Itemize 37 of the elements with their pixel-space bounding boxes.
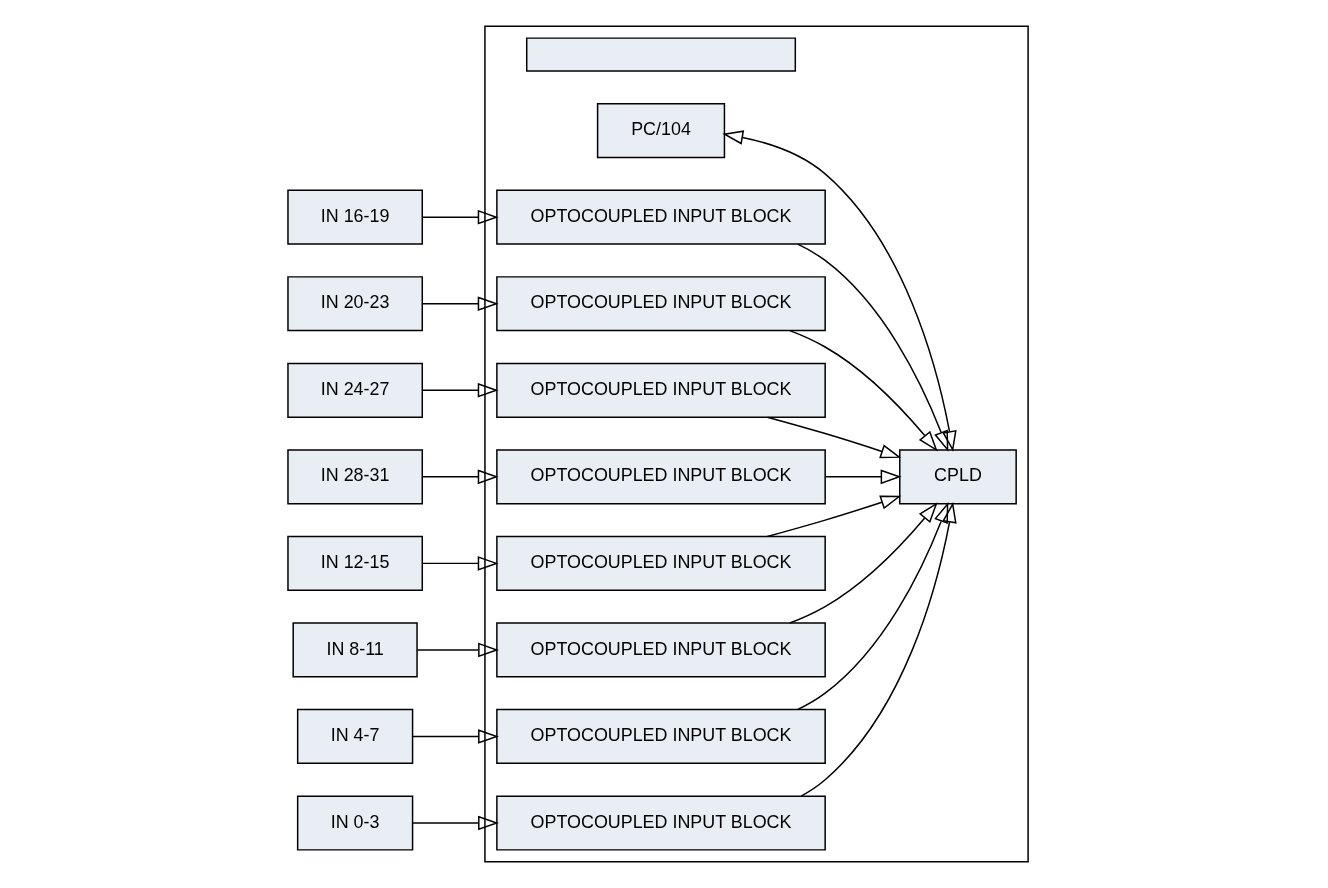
node-box: OPTOCOUPLED INPUT BLOCK bbox=[496, 708, 826, 765]
node-box: IN 28-31 bbox=[287, 449, 423, 505]
node-box: IN 24-27 bbox=[287, 362, 423, 418]
arrow bbox=[766, 416, 902, 459]
node-box: OPTOCOUPLED INPUT BLOCK bbox=[496, 449, 826, 505]
node-box: OPTOCOUPLED INPUT BLOCK bbox=[496, 535, 826, 591]
arrow bbox=[421, 469, 499, 485]
node-box: IN 20-23 bbox=[287, 276, 423, 332]
node-box: IN 0-3 bbox=[296, 795, 414, 851]
arrow bbox=[789, 502, 938, 624]
arrow bbox=[421, 296, 499, 312]
arrow bbox=[421, 209, 499, 225]
arrow bbox=[416, 642, 499, 658]
arrow bbox=[722, 130, 957, 452]
arrow bbox=[824, 469, 902, 485]
arrow bbox=[412, 729, 499, 744]
node-box: OPTOCOUPLED INPUT BLOCK bbox=[496, 362, 826, 418]
node-box bbox=[525, 37, 797, 72]
arrow bbox=[797, 243, 949, 452]
arrow bbox=[797, 501, 949, 711]
arrow bbox=[412, 815, 499, 831]
node-box: CPLD bbox=[899, 449, 1017, 505]
node-box: OPTOCOUPLED INPUT BLOCK bbox=[496, 622, 826, 678]
arrow bbox=[800, 501, 957, 797]
cluster bbox=[484, 25, 1029, 863]
arrow bbox=[766, 495, 902, 538]
node-box: PC/104 bbox=[596, 103, 726, 159]
node-box: IN 12-15 bbox=[287, 535, 423, 591]
node-box: OPTOCOUPLED INPUT BLOCK bbox=[496, 189, 826, 245]
node-box: IN 8-11 bbox=[292, 622, 418, 678]
arrow bbox=[789, 329, 938, 452]
node-box: IN 16-19 bbox=[287, 189, 423, 245]
node-box: OPTOCOUPLED INPUT BLOCK bbox=[496, 795, 826, 851]
node-box: IN 4-7 bbox=[296, 708, 414, 765]
arrow bbox=[421, 556, 499, 571]
node-box: OPTOCOUPLED INPUT BLOCK bbox=[496, 276, 826, 332]
arrow bbox=[421, 382, 499, 398]
